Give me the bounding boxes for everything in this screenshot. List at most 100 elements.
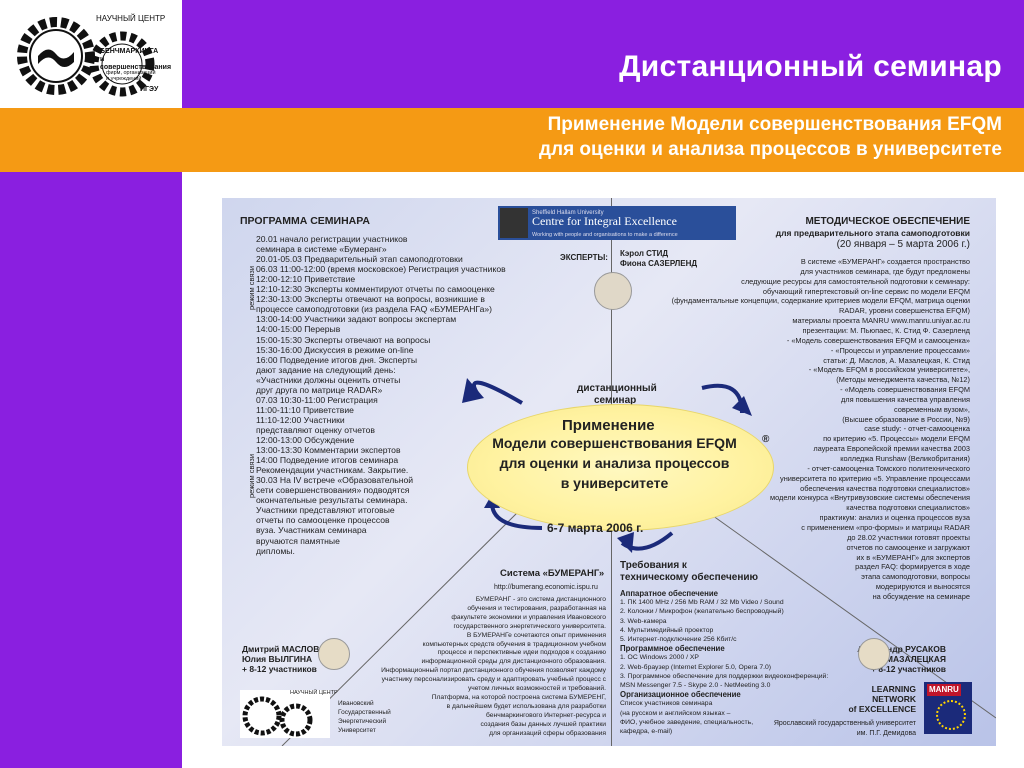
- method-line: отчетов по самооценке и загружают: [846, 542, 970, 552]
- program-heading: ПРОГРАММА СЕМИНАРА: [240, 215, 370, 227]
- bottom-left-line: Государственный: [338, 709, 391, 716]
- poster-lines: [281, 378, 996, 746]
- tech-item: 2. Колонки / Микрофон (желательно беспро…: [620, 608, 784, 616]
- method-line: RADAR, уровни совершенства EFQM): [839, 306, 970, 316]
- uni-1: Ярославский государственный университет: [773, 720, 916, 727]
- method-line: case study: - отчет-самооценка: [864, 424, 970, 434]
- center-dates: 6-7 марта 2006 г.: [547, 521, 644, 535]
- program-line: 07.03 10:30-11:00 Регистрация: [256, 394, 378, 405]
- program-line: 30.03 На IV встрече «Образовательной: [256, 475, 414, 486]
- center-top-1: дистанционный: [577, 383, 657, 394]
- boomerang-line: В БУМЕРАНГе сочетаются опыт применения: [466, 631, 606, 639]
- tech-item: 3. Web-камера: [620, 617, 667, 625]
- boomerang-line: для организаций сферы образования: [489, 729, 606, 737]
- method-line: статьи: Д. Маслов, А. Мазалецкая, К. Сти…: [823, 355, 970, 365]
- program-line: 16:00 Подведение итогов дня. Эксперты: [256, 354, 417, 365]
- lne-1: LEARNING: [871, 684, 916, 694]
- boomerang-line: процессе и перспективные идеи подходов к…: [437, 649, 606, 657]
- boomerang-line: в дальнейшем будет использована для разр…: [446, 702, 606, 710]
- subtitle-line-1: Применение Модели совершенствования EFQM: [547, 114, 1002, 135]
- method-line: практикум: анализ и оценка процессов вуз…: [819, 513, 970, 523]
- program-line: 06.03 11:00-12:00 (время московское) Рег…: [256, 264, 506, 275]
- method-line: обеспечения качества подготовки специали…: [800, 483, 970, 493]
- boomerang-url: http://bumerang.economic.ispu.ru: [494, 584, 598, 591]
- program-line: 20.01-05.03 Предварительный этап самопод…: [256, 254, 463, 265]
- method-line: их в «БУМЕРАНГ» для экспертов: [856, 552, 970, 562]
- boomerang-line: участнику персонализировать среду и адап…: [381, 676, 606, 684]
- center-l2: Модели совершенствования EFQM: [492, 435, 737, 451]
- center-reg: ®: [762, 434, 770, 445]
- logo-abbr: ИГЭУ: [140, 86, 159, 93]
- logo-ring-sub: фирм, организаций и учреждений: [106, 70, 156, 82]
- method-line: - отчет-самооценка Томского политехничес…: [807, 463, 970, 473]
- method-line: (Высшее образование в России, №9): [842, 414, 970, 424]
- program-line: 11:00-11:10 Приветствие: [256, 404, 354, 415]
- center-l3: для оценки и анализа процессов: [499, 455, 730, 471]
- program-line: вуза. Участникам семинара: [256, 525, 367, 536]
- bottom-left-label: НАУЧНЫЙ ЦЕНТР: [290, 690, 338, 696]
- cie-logo-icon: [500, 208, 528, 238]
- program-line: сети совершенствования» подводятся: [256, 485, 410, 496]
- science-center-small-icon: [242, 696, 313, 737]
- bottom-left-line: Энергетический: [338, 718, 387, 725]
- cie-banner: Sheffield Hallam University Centre for I…: [498, 206, 736, 240]
- boomerang-line: БУМЕРАНГ - это система дистанционного: [475, 596, 606, 603]
- tech-item: MSN Messenger 7.5 - Skype 2.0 - NetMeeti…: [620, 682, 771, 689]
- program-line: «Участники должны оценить отчеты: [256, 374, 401, 385]
- program-line: Рекомендации участникам. Закрытие.: [256, 465, 409, 476]
- program-line: Участники представляют итоговые: [256, 505, 395, 516]
- tech-section-heading: Программное обеспечение: [620, 644, 725, 654]
- program-line: друг друга по матрице RADAR»: [256, 384, 383, 395]
- boomerang-line: факультете экономики и управления Иванов…: [451, 613, 606, 621]
- subtitle-line-2: для оценки и анализа процессов в универс…: [538, 139, 1002, 160]
- cie-name: Centre for Integral Excellence: [532, 214, 677, 228]
- program-line: дают задание на следующий день:: [256, 364, 396, 375]
- boomerang-title: Система «БУМЕРАНГ»: [500, 568, 605, 579]
- program-line: 13:00-13:30 Комментарии экспертов: [256, 445, 401, 456]
- method-line: качества подготовки специалистов»: [846, 503, 970, 513]
- method-line: - «Модель совершенствования EFQM: [840, 385, 970, 395]
- left-person-2: Юлия ВЫЛГИНА: [242, 654, 313, 664]
- center-l1: Применение: [562, 417, 655, 434]
- program-line: 14:00 Подведение итогов семинара: [256, 455, 399, 466]
- right-person-2: Анна МАЗАЛЕЦКАЯ: [862, 654, 946, 664]
- method-line: этапа самоподготовки, вопросы: [861, 572, 970, 582]
- manru-label: MANRU: [927, 684, 961, 696]
- tech-title-2: техническому обеспечению: [620, 572, 759, 583]
- program-line: 11:10-12:00 Участники: [256, 414, 345, 425]
- method-line: с применением «про-формы» и матрицы RADA…: [801, 522, 970, 532]
- program-line: 15:00-15:30 Эксперты отвечают на вопросы: [256, 334, 431, 345]
- method-line: до 28.02 участники готовят проекты: [847, 532, 970, 542]
- lne-3: of EXCELLENCE: [848, 704, 916, 714]
- method-line: по критерию «5. Процессы» модели EFQM: [823, 434, 970, 444]
- program-line: 20.01 начало регистрации участников: [256, 234, 408, 244]
- right-person-1: Александр РУСАКОВ: [857, 644, 946, 654]
- boomerang-line: компьютерных средств обучения в традицио…: [422, 640, 606, 648]
- boomerang-line: создания базы данных лучшей практики: [480, 720, 606, 728]
- tech-title-1: Требования к: [620, 560, 687, 571]
- right-person-3: + 8-12 участников: [871, 664, 946, 674]
- program-line: 12:10-12:30 Эксперты комментируют отчеты…: [256, 284, 495, 295]
- program-line: отчеты по самооценке процессов: [256, 515, 390, 526]
- subtitle-band: [0, 108, 1024, 172]
- tech-section-heading: Организационное обеспечение: [620, 690, 741, 700]
- uni-2: им. П.Г. Демидова: [856, 730, 916, 737]
- program-line: семинара в системе «Бумеранг»: [256, 244, 387, 255]
- left-person-3: + 8-12 участников: [242, 664, 317, 674]
- eu-stars-icon: [936, 700, 966, 730]
- page-title: Дистанционный семинар: [619, 50, 1002, 83]
- tech-item: 5. Интернет-подключение 256 Кбит/с: [620, 636, 737, 643]
- boomerang-line: обучения и тестирования, разработанная н…: [467, 604, 606, 612]
- boomerang-line: Информационный портал дистанционного обу…: [381, 667, 606, 675]
- bottom-left-line: Университет: [338, 727, 376, 734]
- method-line: - «Процессы и управление процессами»: [830, 345, 970, 355]
- program-line: дипломы.: [256, 545, 295, 556]
- program-line: 13:00-14:00 Участники задают вопросы экс…: [256, 314, 457, 325]
- method-line: материалы проекта MANRU www.manru.uniyar…: [792, 316, 970, 326]
- boomerang-line: информационной среды для дистанционного …: [421, 658, 606, 666]
- boomerang-line: бенчмаркингового Интернет-ресурса и: [486, 711, 606, 719]
- left-person-1: Дмитрий МАСЛОВ: [242, 644, 320, 654]
- center-top-2: семинар: [594, 395, 637, 406]
- center-l4: в университете: [560, 475, 669, 491]
- bottom-left-logo: [240, 690, 330, 738]
